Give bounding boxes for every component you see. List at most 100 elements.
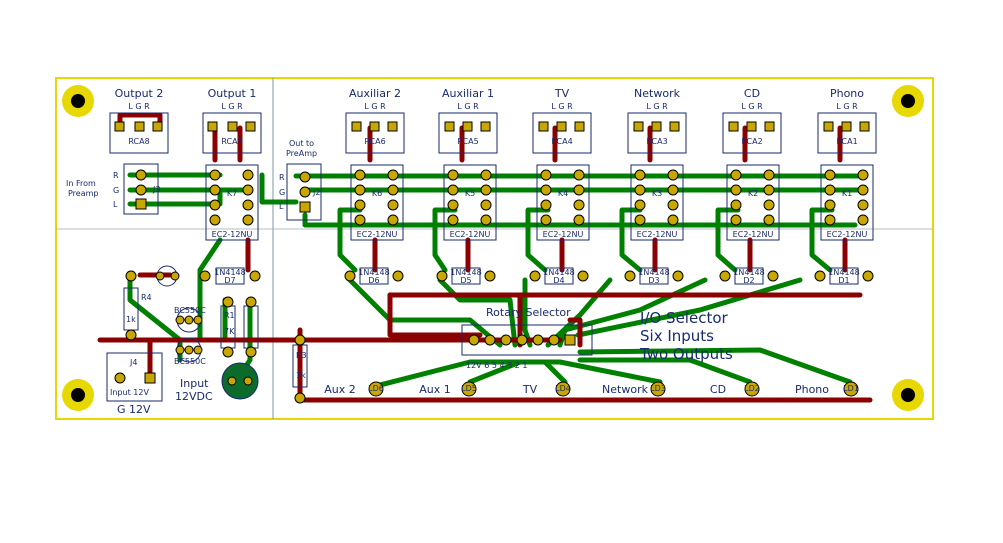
connector-lgr-3: L G R — [457, 102, 479, 111]
top-connector-labels: Output 2 L G R RCA8 Output 1 L G R RCA7 Auxili… — [115, 87, 865, 146]
board-outline — [55, 77, 934, 420]
diode-part-0: 1N4148 — [214, 268, 245, 277]
led-ref-0: LD6 — [368, 384, 384, 393]
relay-ref-2: K5 — [465, 189, 475, 198]
rca-pads — [114, 121, 870, 132]
connector-ref-7: RCA1 — [836, 137, 857, 146]
in-from-preamp-line2: Preamp — [68, 189, 99, 198]
r3-ref: R3 — [296, 351, 307, 360]
connector-ref-2: RCA6 — [364, 137, 385, 146]
board-title-line2: Six Inputs — [640, 327, 714, 345]
transistor-label-bottom: BC550C — [174, 357, 206, 366]
relay-part-5: EC2-12NU — [733, 230, 774, 239]
diode-ref-1: D6 — [368, 276, 379, 285]
mounting-hole-bl — [62, 379, 94, 411]
relay-ref-0: K7 — [227, 189, 237, 198]
rotary-pin-labels: 12V 6 5 4 3 2 1 — [466, 361, 527, 370]
led-ref-4: LD2 — [744, 384, 760, 393]
connector-lgr-2: L G R — [364, 102, 386, 111]
j4-ref: J4 — [129, 358, 137, 367]
relay-part-6: EC2-12NU — [827, 230, 868, 239]
j3-l-label: L — [113, 200, 118, 209]
j2-l-label: L — [279, 202, 284, 211]
input-power-line2: 12VDC — [175, 390, 213, 403]
connector-ref-6: RCA2 — [741, 137, 762, 146]
led-label-3: Network — [602, 383, 649, 396]
diode-part-3: 1N4148 — [543, 268, 574, 277]
j3-ref: J3 — [152, 185, 160, 194]
diode-part-1: 1N4148 — [358, 268, 389, 277]
diode-labels: 1N4148D71N4148D61N4148D51N4148D41N4148D3… — [214, 268, 859, 285]
relay-ref-5: K2 — [748, 189, 758, 198]
connector-ref-5: RCA3 — [646, 137, 667, 146]
header-pads — [135, 169, 311, 213]
led-label-2: TV — [522, 383, 538, 396]
relay-ref-1: K6 — [372, 189, 382, 198]
out-to-preamp-line1: Out to — [289, 139, 314, 148]
relay-part-3: EC2-12NU — [543, 230, 584, 239]
connector-lgr-1: L G R — [221, 102, 243, 111]
connector-ref-0: RCA8 — [128, 137, 149, 146]
connector-label-1: Output 1 — [208, 87, 257, 100]
connector-ref-3: RCA5 — [457, 137, 478, 146]
board-title-line3: Two Outputs — [639, 345, 733, 363]
connector-label-7: Phono — [830, 87, 864, 100]
connector-lgr-5: L G R — [646, 102, 668, 111]
relay-part-2: EC2-12NU — [450, 230, 491, 239]
r4-value: 1k — [126, 315, 136, 324]
relay-bodies — [205, 164, 874, 241]
rotary-selector-label: Rotary Selector — [486, 306, 571, 319]
diode-ref-2: D5 — [460, 276, 471, 285]
connector-ref-4: RCA4 — [551, 137, 572, 146]
diode-part-6: 1N4148 — [828, 268, 859, 277]
power-section — [106, 265, 308, 404]
diode-ref-6: D1 — [838, 276, 849, 285]
r1-ref: R1 — [224, 311, 235, 320]
connector-ref-1: RCA7 — [221, 137, 242, 146]
connector-label-4: TV — [554, 87, 570, 100]
diode-part-5: 1N4148 — [733, 268, 764, 277]
j4-input-label: Input 12V — [110, 388, 149, 397]
board-title-line1: I/O Selector — [640, 309, 729, 327]
mounting-hole-br — [892, 379, 924, 411]
j2-r-label: R — [279, 173, 285, 182]
transistor-label-top: BC550C — [174, 306, 206, 315]
connector-lgr-7: L G R — [836, 102, 858, 111]
led-ref-1: LD5 — [461, 384, 477, 393]
diode-ref-4: D3 — [648, 276, 659, 285]
header-bodies — [123, 163, 322, 221]
diode-pads — [199, 270, 874, 282]
r1-value: 7K — [224, 327, 235, 336]
j3-g-label: G — [113, 186, 119, 195]
connector-label-3: Auxiliar 1 — [442, 87, 494, 100]
input-power-line1: Input — [180, 377, 209, 390]
relay-pads — [209, 169, 869, 226]
copper-top-layer — [97, 112, 873, 403]
connector-label-0: Output 2 — [115, 87, 164, 100]
led-label-1: Aux 1 — [419, 383, 451, 396]
connector-lgr-4: L G R — [551, 102, 573, 111]
mounting-hole-tl — [62, 85, 94, 117]
led-ref-3: LD3 — [650, 384, 666, 393]
j4-pin-labels: G 12V — [117, 403, 151, 416]
in-from-preamp-line1: In From — [66, 179, 96, 188]
relay-ref-3: K4 — [558, 189, 568, 198]
connector-label-5: Network — [634, 87, 681, 100]
diode-part-4: 1N4148 — [638, 268, 669, 277]
connector-label-6: CD — [744, 87, 760, 100]
relay-ref-6: K1 — [842, 189, 852, 198]
mounting-hole-tr — [892, 85, 924, 117]
connector-label-2: Auxiliar 2 — [349, 87, 401, 100]
relay-part-1: EC2-12NU — [357, 230, 398, 239]
led-ref-2: LD4 — [555, 384, 571, 393]
connector-lgr-0: L G R — [128, 102, 150, 111]
j2-ref: J2 — [312, 188, 320, 197]
led-label-0: Aux 2 — [324, 383, 356, 396]
j3-r-label: R — [113, 171, 119, 180]
relay-part-0: EC2-12NU — [212, 230, 253, 239]
diode-part-2: 1N4148 — [450, 268, 481, 277]
r4-ref: R4 — [141, 293, 152, 302]
led-label-5: Phono — [795, 383, 829, 396]
